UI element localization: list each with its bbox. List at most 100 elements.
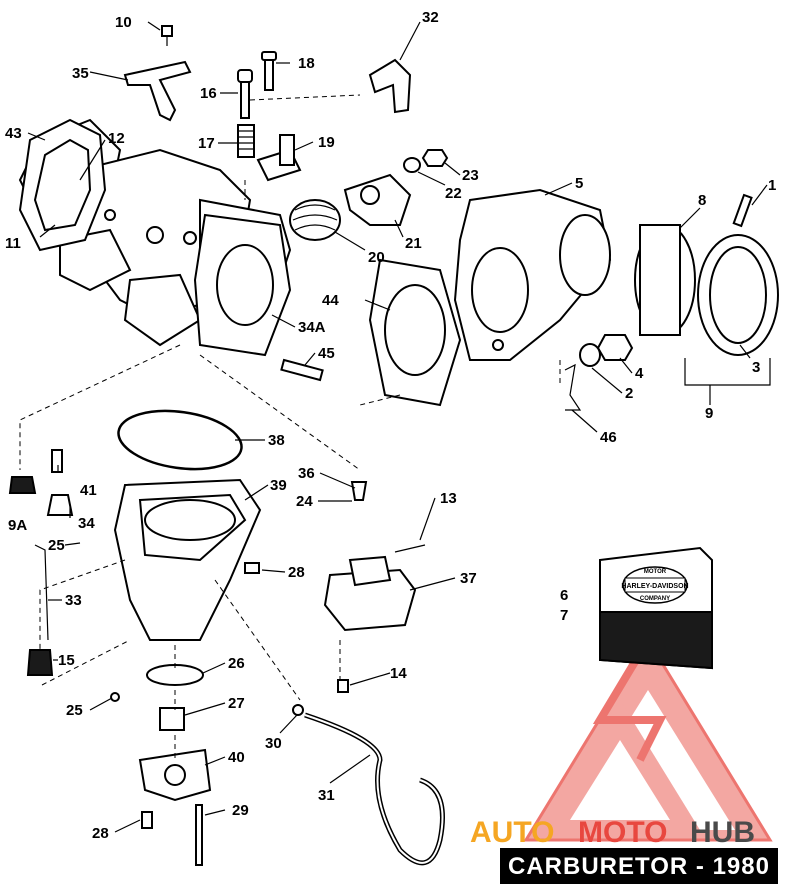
callout-26: 26 xyxy=(228,655,245,672)
callout-30: 30 xyxy=(265,735,282,752)
throttle-cam-21 xyxy=(343,173,412,226)
callout-29: 29 xyxy=(232,802,249,819)
callout-13: 13 xyxy=(440,490,457,507)
callout-25-lower: 25 xyxy=(66,702,83,719)
screw-14 xyxy=(337,679,349,693)
callout-2: 2 xyxy=(625,385,633,402)
spring-20 xyxy=(289,199,341,241)
washer-22 xyxy=(403,157,421,173)
callout-43: 43 xyxy=(5,125,22,142)
screw-28 xyxy=(244,562,260,574)
callout-44: 44 xyxy=(322,292,339,309)
box-logo-brand: HARLEY-DAVIDSON xyxy=(621,583,688,590)
bracket-35 xyxy=(123,60,192,122)
callout-32: 32 xyxy=(422,9,439,26)
callout-18: 18 xyxy=(298,55,315,72)
callout-5: 5 xyxy=(575,175,583,192)
callout-11: 11 xyxy=(5,235,21,252)
watermark-moto: MOTO xyxy=(578,816,667,849)
parts-box: MOTOR HARLEY-DAVIDSON COMPANY xyxy=(599,546,713,670)
callout-39: 39 xyxy=(270,477,287,494)
stud-45 xyxy=(280,358,324,382)
callout-31: 31 xyxy=(318,787,335,804)
box-logo-bottom: COMPANY xyxy=(640,596,670,602)
callout-33: 33 xyxy=(65,592,82,609)
callout-10: 10 xyxy=(115,14,132,31)
leader-lines xyxy=(27,21,771,833)
callout-23: 23 xyxy=(462,167,479,184)
callout-6: 6 xyxy=(560,587,568,604)
callout-14: 14 xyxy=(390,665,407,682)
o-ring-38 xyxy=(117,409,243,471)
watermark-text: AUTO MOTO HUB xyxy=(470,816,755,849)
callout-35: 35 xyxy=(72,65,89,82)
callout-3: 3 xyxy=(752,359,760,376)
callout-22: 22 xyxy=(445,185,462,202)
screw-16 xyxy=(237,69,253,119)
bracket-19 xyxy=(256,134,302,182)
o-ring-25-lower xyxy=(110,692,120,702)
gasket-44 xyxy=(368,258,462,407)
callout-21: 21 xyxy=(405,235,422,252)
float-37 xyxy=(323,555,417,632)
callout-28-lower: 28 xyxy=(92,825,109,842)
nut-4 xyxy=(596,334,634,361)
callout-labels: 10 35 43 12 11 16 17 18 19 32 20 21 22 2… xyxy=(5,9,776,842)
callout-9: 9 xyxy=(705,405,713,422)
plug-9a xyxy=(8,476,37,494)
callout-36: 36 xyxy=(298,465,315,482)
cover-40 xyxy=(138,748,212,802)
screw-41 xyxy=(51,449,63,473)
callout-34a: 34A xyxy=(298,319,326,336)
rod-33 xyxy=(34,544,49,641)
callout-41: 41 xyxy=(80,482,97,499)
caption-box: CARBURETOR - 1980 xyxy=(500,848,778,884)
jet-34 xyxy=(46,494,74,516)
callout-15: 15 xyxy=(58,652,75,669)
clip-30 xyxy=(292,704,304,716)
screw-10 xyxy=(161,25,173,46)
callout-25: 25 xyxy=(48,537,65,554)
float-bowl-39 xyxy=(113,478,262,641)
intake-manifold-5 xyxy=(453,188,612,361)
callout-1: 1 xyxy=(768,177,776,194)
box-logo-top: MOTOR xyxy=(644,569,667,575)
watermark-hub: HUB xyxy=(690,816,755,849)
clamp-band-8 xyxy=(634,224,696,336)
callout-45: 45 xyxy=(318,345,335,362)
callout-17: 17 xyxy=(198,135,215,152)
spring-clip-46 xyxy=(564,363,582,411)
hose-31 xyxy=(304,712,445,866)
callout-40: 40 xyxy=(228,749,245,766)
pin-13 xyxy=(394,544,426,553)
callout-16: 16 xyxy=(200,85,217,102)
callout-9a: 9A xyxy=(8,517,27,534)
callout-27: 27 xyxy=(228,695,245,712)
alignment-lines xyxy=(19,94,561,760)
callout-19: 19 xyxy=(318,134,335,151)
nut-23 xyxy=(421,149,449,167)
callout-38: 38 xyxy=(268,432,285,449)
caption-text: CARBURETOR - 1980 xyxy=(508,853,770,880)
boot-15 xyxy=(26,649,54,676)
callout-28: 28 xyxy=(288,564,305,581)
callout-37: 37 xyxy=(460,570,477,587)
callout-20: 20 xyxy=(368,249,385,266)
spring-27 xyxy=(159,707,185,731)
callout-46: 46 xyxy=(600,429,617,446)
callout-4: 4 xyxy=(635,365,644,382)
screw-1 xyxy=(732,193,753,228)
callout-12: 12 xyxy=(108,130,125,147)
clamp-3 xyxy=(697,234,779,356)
callout-8: 8 xyxy=(698,192,706,209)
callout-24: 24 xyxy=(296,493,313,510)
screw-28-lower xyxy=(141,811,153,829)
callout-7: 7 xyxy=(560,607,568,624)
watermark-auto: AUTO xyxy=(470,816,554,849)
elbow-fitting-32 xyxy=(368,58,412,114)
gasket-43 xyxy=(18,118,107,252)
watermark-logo xyxy=(523,637,773,842)
washer-2 xyxy=(579,343,601,367)
